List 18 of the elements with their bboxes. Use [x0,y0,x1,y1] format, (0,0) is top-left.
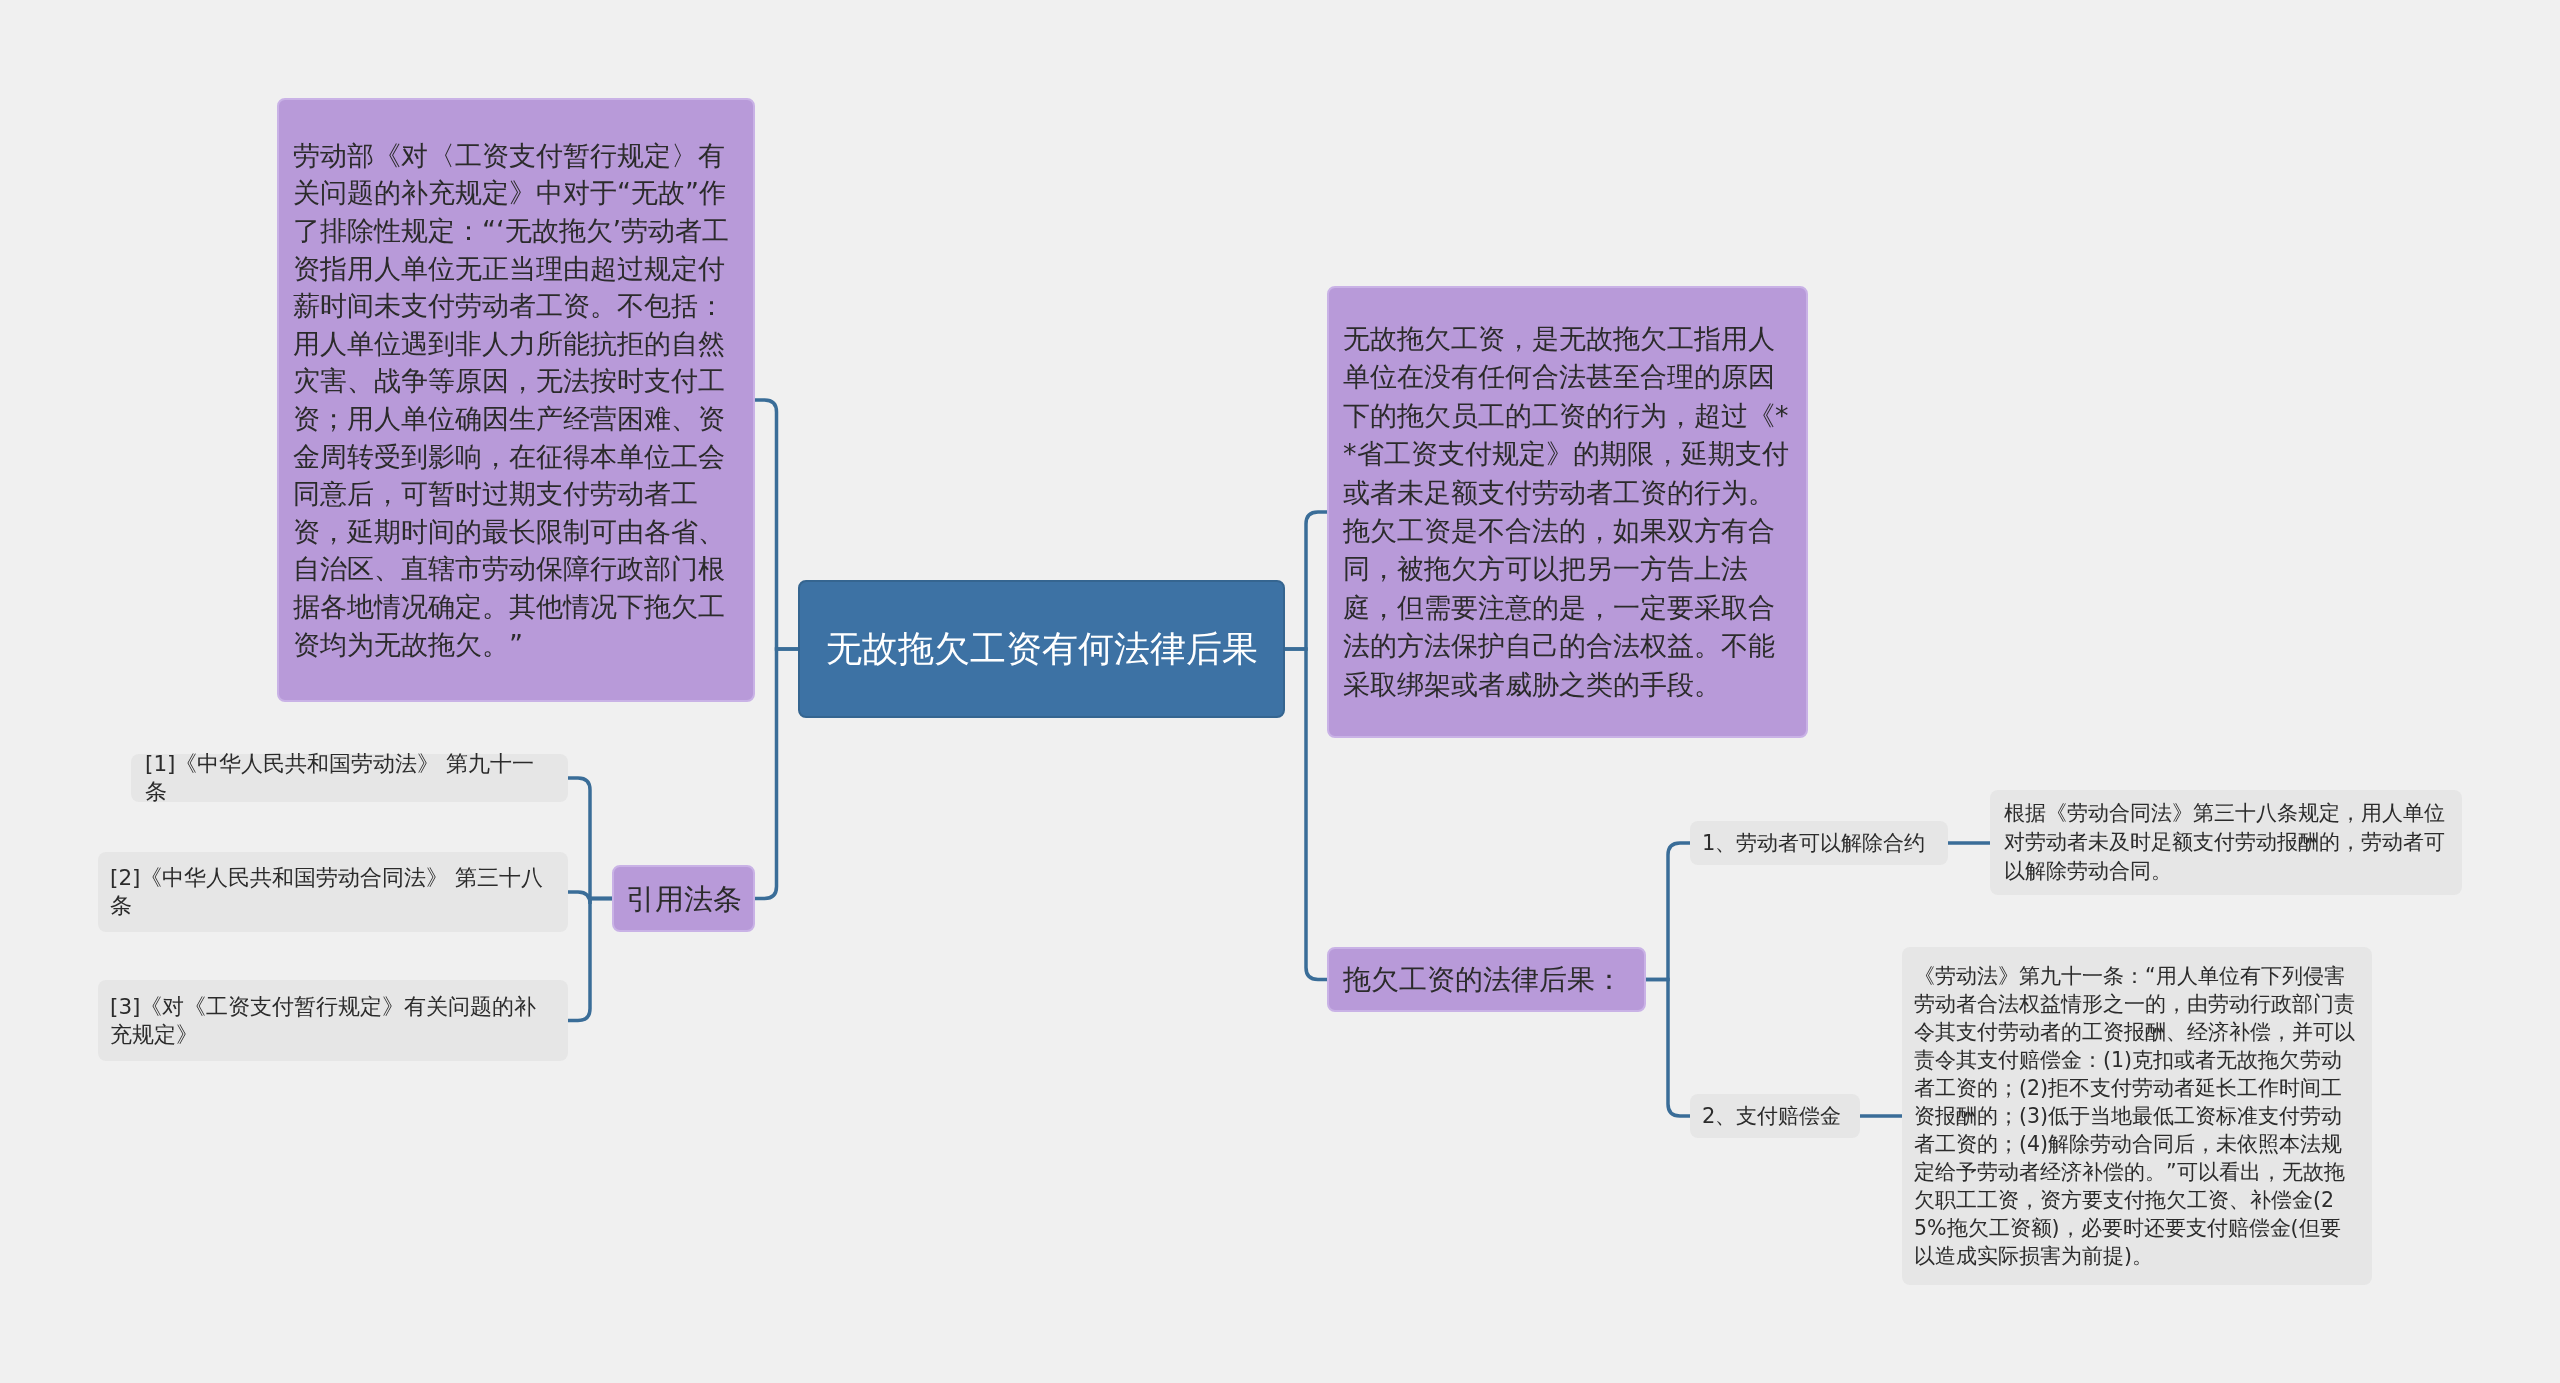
central-topic-box: 无故拖欠工资有何法律后果 [798,580,1285,718]
connector-line [755,647,798,901]
connector-line [1948,841,1990,845]
topic-box: 引用法条 [612,865,755,932]
connector-line [568,896,612,1023]
reference-box: [3]《对《工资支付暂行规定》有关问题的补充规定》 [98,980,568,1061]
note-box: 根据《劳动合同法》第三十八条规定，用人单位对劳动者未及时足额支付劳动报酬的，劳动者可以解除劳动合同。 [1990,790,2462,895]
connector-line [1285,647,1327,982]
note-box: 劳动部《对〈工资支付暂行规定〉有关问题的补充规定》中对于“无故”作了排除性规定：“‘无故拖欠’劳动者工资指用人单位无正当理由超过规定付薪时间未支付劳动者工资。不包括：用人单位遇到非人力所能抗拒的自然灾害、战争等原因，无法按时支付工资；用人单位确因生产经营困难、资金周转受到影响，在征得本单位工会同意后，可暂时过期支付劳动者工资，延期时间的最长限制可由各省、自治区、直辖市劳动保障行政部门根据各地情况确定。其他情况下拖欠工资均为无故拖欠。” [277,98,755,702]
connector-line [1860,1114,1902,1118]
connector-line [1646,977,1690,1118]
topic-box: 拖欠工资的法律后果： [1327,947,1646,1012]
subtopic-box: 2、支付赔偿金 [1690,1094,1860,1138]
subtopic-box: 1、劳动者可以解除合约 [1690,821,1948,865]
reference-box: [1]《中华人民共和国劳动法》 第九十一条 [131,754,568,802]
note-box: 无故拖欠工资，是无故拖欠工指用人单位在没有任何合法甚至合理的原因下的拖欠员工的工资的行为，超过《**省工资支付规定》的期限，延期支付或者未足额支付劳动者工资的行为。拖欠工资是不合法的，如果双方有合同，被拖欠方可以把另一方告上法庭，但需要注意的是，一定要采取合法的方法保护自己的合法权益。不能采取绑架或者威胁之类的手段。 [1327,286,1808,738]
reference-box: [2]《中华人民共和国劳动合同法》 第三十八条 [98,852,568,932]
note-box: 《劳动法》第九十一条：“用人单位有下列侵害劳动者合法权益情形之一的，由劳动行政部门责令其支付劳动者的工资报酬、经济补偿，并可以责令其支付赔偿金：(1)克扣或者无故拖欠劳动者工资的；(2)拒不支付劳动者延长工作时间工资报酬的；(3)低于当地最低工资标准支付劳动者工资的；(4)解除劳动合同后，未依照本法规定给予劳动者经济补偿的。”可以看出，无故拖欠职工工资，资方要支付拖欠工资、补偿金(25%拖欠工资额)，必要时还要支付赔偿金(但要以造成实际损害为前提)。 [1902,947,2372,1285]
